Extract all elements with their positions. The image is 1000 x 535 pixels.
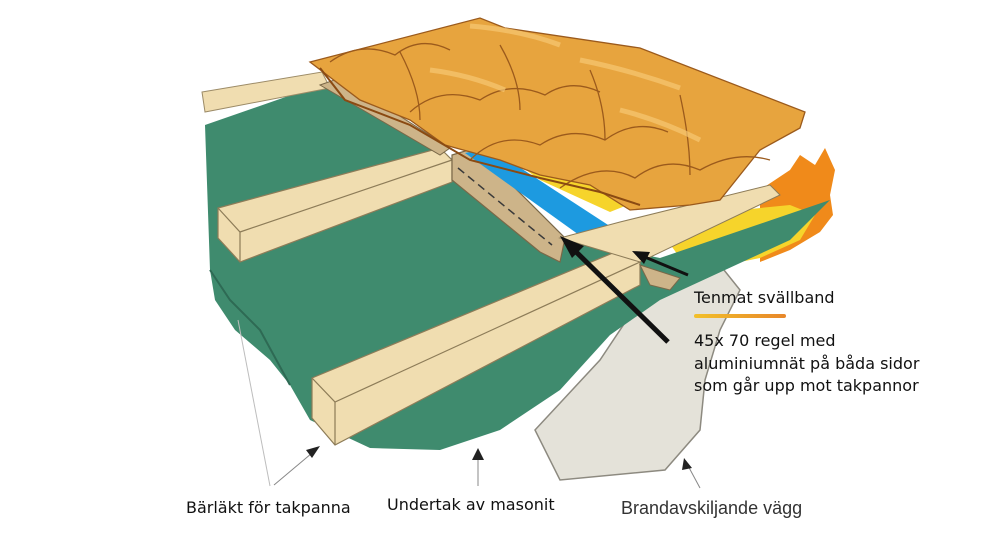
regel-label: 45x 70 regel med aluminiumnät på båda si… <box>694 330 919 398</box>
regel-label-line-1: 45x 70 regel med <box>694 331 836 350</box>
undertak-label: Undertak av masonit <box>387 495 555 514</box>
tenmat-label: Tenmat svällband <box>694 288 835 307</box>
brandvagg-label: Brandavskiljande vägg <box>621 498 803 518</box>
undertak-edge <box>209 269 291 386</box>
regel-label-line-2: aluminiumnät på båda sidor <box>694 353 920 373</box>
aluminium-strip <box>465 148 625 250</box>
eave-board <box>558 184 781 263</box>
arrow-icon <box>237 236 701 489</box>
regel-label-line-3: som går upp mot takpannor <box>694 376 919 395</box>
tile-highlights <box>429 23 702 143</box>
tenmat-swatch <box>694 314 786 318</box>
barlakt-label: Bärläkt för takpanna <box>186 498 351 517</box>
roof-tiles <box>308 17 806 211</box>
